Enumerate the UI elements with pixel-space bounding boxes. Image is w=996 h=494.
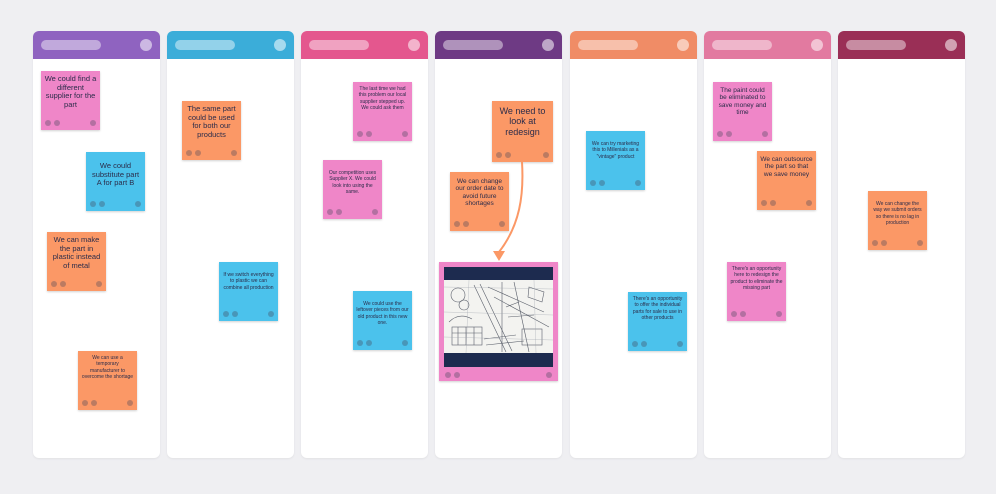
sticky-note[interactable]: We can change our order date to avoid fu… [450,172,509,231]
column-title-placeholder [309,40,369,50]
column-menu-icon[interactable] [677,39,689,51]
sticky-note-footer [757,198,816,210]
column-2 [167,31,294,458]
sticky-note-text: We could find a different supplier for t… [44,74,97,109]
sticky-note[interactable]: We can try marketing this to Millenials … [586,131,645,190]
sticky-note[interactable]: We could find a different supplier for t… [41,71,100,130]
sticky-note-text: We can change the way we submit orders s… [873,201,922,226]
column-title-placeholder [175,40,235,50]
sticky-note[interactable]: We need to look at redesign [492,101,553,162]
sticky-note-text: The same part could be used for both our… [187,104,236,139]
sticky-note[interactable]: The same part could be used for both our… [182,101,241,160]
sticky-note-footer [492,150,553,162]
sticky-note-footer [182,148,241,160]
sticky-note[interactable]: Our competition uses Supplier X. We coul… [323,160,382,219]
blueprint-image[interactable] [444,267,553,367]
sticky-note-footer [868,238,927,250]
column-title-placeholder [443,40,503,50]
blueprint-drawing-icon [444,267,553,367]
column-6-header[interactable] [704,31,831,59]
sticky-note-footer [586,178,645,190]
sticky-note[interactable]: We could use the leftover pieces from ou… [353,291,412,350]
sticky-note[interactable]: We can change the way we submit orders s… [868,191,927,250]
sticky-note[interactable]: There's an opportunity to offer the indi… [628,292,687,351]
sticky-note-footer [353,129,412,141]
column-3-header[interactable] [301,31,428,59]
column-7-header[interactable] [838,31,965,59]
column-menu-icon[interactable] [542,39,554,51]
sticky-note-text: The paint could be eliminated to save mo… [718,87,767,117]
sticky-note-text: We could use the leftover pieces from ou… [356,301,409,326]
sticky-note-text: There's an opportunity to offer the indi… [632,296,683,321]
column-menu-icon[interactable] [274,39,286,51]
column-title-placeholder [41,40,101,50]
sticky-note[interactable]: We can use a temporary manufacturer to o… [78,351,137,410]
sticky-note-text: We can outsource the part so that we sav… [760,156,813,178]
column-4-header[interactable] [435,31,562,59]
sticky-note-footer [353,338,412,350]
sticky-note-text: We can change our order date to avoid fu… [455,178,504,208]
sticky-note-footer [628,339,687,351]
sticky-note[interactable]: There's an opportunity here to redesign … [727,262,786,321]
sticky-note-text: We can use a temporary manufacturer to o… [81,355,134,380]
sticky-note-text: We can try marketing this to Millenials … [591,141,640,160]
sticky-note-footer [727,309,786,321]
sticky-note-footer [41,118,100,130]
column-4 [435,31,562,458]
column-5-header[interactable] [570,31,697,59]
sticky-note[interactable]: The last time we had this problem our lo… [353,82,412,141]
column-title-placeholder [712,40,772,50]
sticky-note-footer [450,219,509,231]
sticky-note-text: We could substitute part A for part B [91,161,140,188]
image-note[interactable] [439,262,558,381]
sticky-note-text: We can make the part in plastic instead … [52,235,101,270]
sticky-note[interactable]: The paint could be eliminated to save mo… [713,82,772,141]
sticky-note-text: Our competition uses Supplier X. We coul… [328,170,377,195]
sticky-note-footer [86,199,145,211]
sticky-note[interactable]: If we switch everything to plastic we ca… [219,262,278,321]
sticky-note-footer [47,279,106,291]
sticky-note-text: The last time we had this problem our lo… [358,86,407,111]
sticky-note[interactable]: We can make the part in plastic instead … [47,232,106,291]
column-2-header[interactable] [167,31,294,59]
sticky-note-footer [713,129,772,141]
sticky-note[interactable]: We could substitute part A for part B [86,152,145,211]
column-1-header[interactable] [33,31,160,59]
sticky-note[interactable]: We can outsource the part so that we sav… [757,151,816,210]
column-title-placeholder [846,40,906,50]
column-5 [570,31,697,458]
column-menu-icon[interactable] [140,39,152,51]
image-note-footer [439,369,558,381]
column-title-placeholder [578,40,638,50]
sticky-note-text: There's an opportunity here to redesign … [730,266,783,291]
sticky-note-text: We need to look at redesign [499,106,546,137]
sticky-note-footer [78,398,137,410]
column-menu-icon[interactable] [408,39,420,51]
sticky-note-footer [219,309,278,321]
sticky-note-footer [323,207,382,219]
sticky-note-text: If we switch everything to plastic we ca… [223,272,274,291]
column-menu-icon[interactable] [811,39,823,51]
column-menu-icon[interactable] [945,39,957,51]
